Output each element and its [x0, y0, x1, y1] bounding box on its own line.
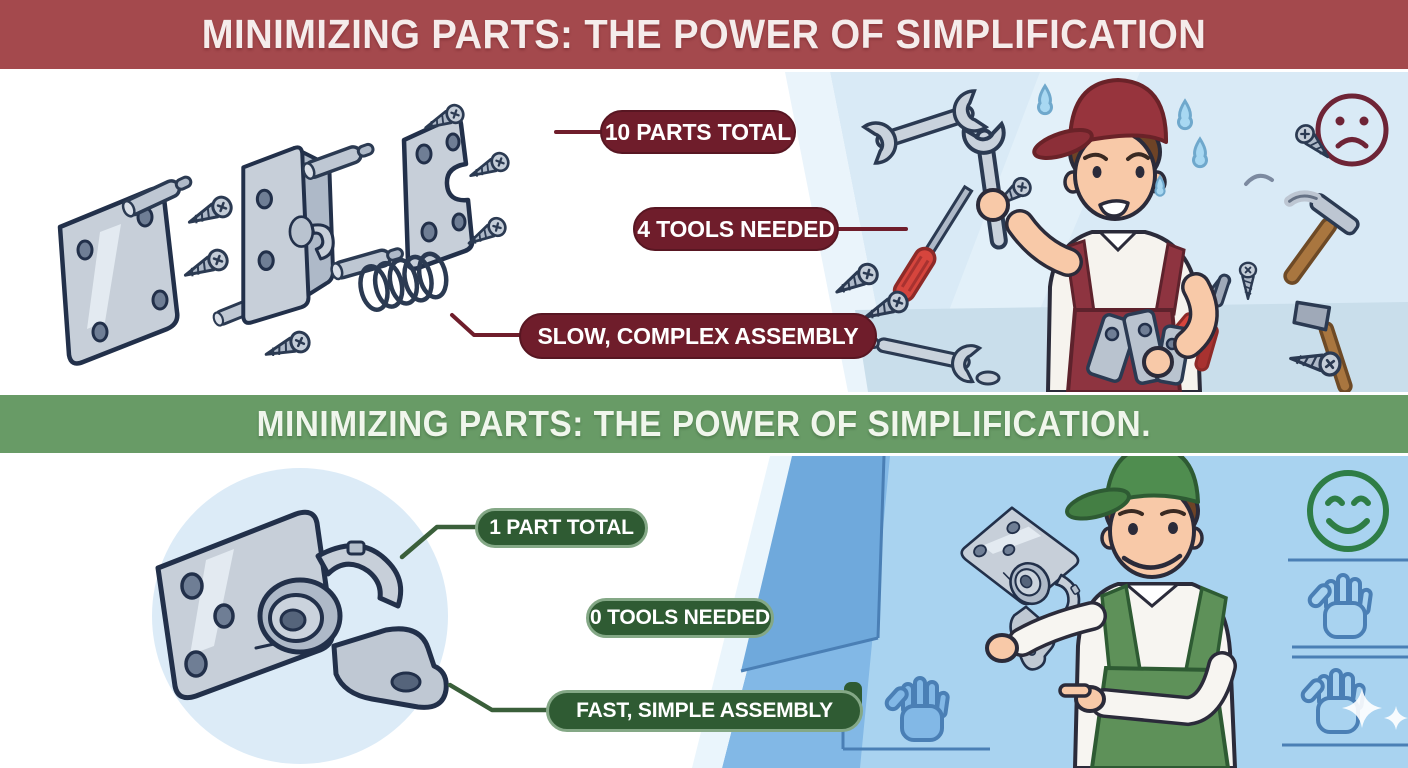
callout-fast-assembly: FAST, SIMPLE ASSEMBLY	[546, 690, 863, 732]
top-banner-title: MINIMIZING PARTS: THE POWER OF SIMPLIFIC…	[201, 11, 1207, 57]
washer-icon	[975, 370, 1001, 386]
callout-slow-assembly: SLOW, COMPLEX ASSEMBLY	[519, 313, 877, 359]
spring-icon	[358, 251, 449, 312]
bottom-banner: MINIMIZING PARTS: THE POWER OF SIMPLIFIC…	[0, 392, 1408, 456]
top-banner: MINIMIZING PARTS: THE POWER OF SIMPLIFIC…	[0, 0, 1408, 72]
panel-lines	[740, 456, 1408, 751]
callout-one-part: 1 PART TOTAL	[475, 508, 648, 548]
wrench-icon	[861, 88, 989, 166]
callout-tools-needed: 4 TOOLS NEEDED	[633, 207, 839, 251]
motion-arc	[1244, 173, 1274, 186]
bottom-banner-title: MINIMIZING PARTS: THE POWER OF SIMPLIFIC…	[256, 403, 1152, 444]
callout-zero-tools: 0 TOOLS NEEDED	[586, 598, 774, 638]
happy-worker-illustration	[949, 456, 1237, 768]
latch-bracket	[241, 145, 336, 325]
sad-face-icon	[1315, 93, 1389, 167]
top-callout-connectors	[450, 130, 908, 337]
notched-plate	[401, 115, 475, 271]
bottom-callout-connectors	[399, 524, 550, 713]
happy-face-icon	[1307, 470, 1389, 552]
callout-parts-total: 10 PARTS TOTAL	[600, 110, 796, 154]
exploded-parts-illustration	[57, 101, 513, 366]
red-cap	[1032, 78, 1169, 160]
green-cap	[1065, 456, 1200, 521]
claw-hammer-icon	[1283, 190, 1360, 285]
pointing-finger	[1058, 683, 1092, 698]
wall-corner-panel	[741, 456, 884, 671]
stressed-worker-illustration	[961, 78, 1232, 392]
single-part-illustration	[152, 468, 448, 764]
